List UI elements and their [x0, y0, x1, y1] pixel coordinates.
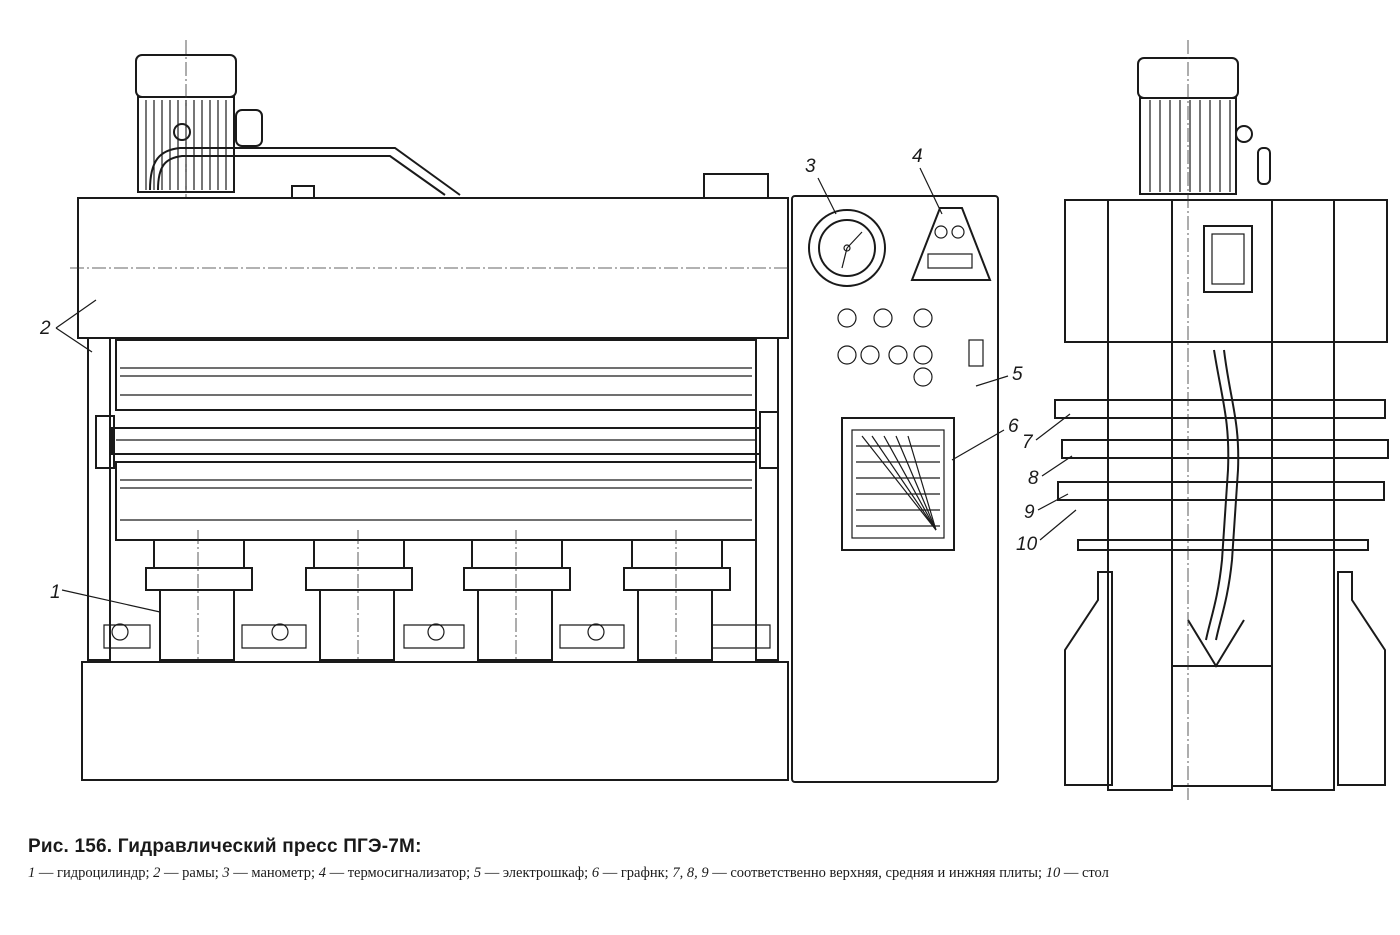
legend-num: 3 — [222, 865, 230, 881]
platens-front — [95, 339, 779, 541]
legend-num: 5 — [473, 865, 482, 881]
legend-text: — стол — [1060, 865, 1109, 881]
svg-text:5: 5 — [1012, 364, 1023, 385]
callout-8: 8 — [1028, 455, 1073, 489]
legend-text: — графнк; — [599, 865, 673, 881]
legend-num: 7, 8, 9 — [672, 865, 709, 881]
caption-legend: 1 — гидроцилиндр; 2 — рамы; 3 — манометр… — [28, 864, 1378, 883]
base-front — [81, 661, 789, 781]
svg-text:2: 2 — [39, 318, 51, 339]
svg-text:4: 4 — [912, 146, 923, 167]
legend-num: 1 — [28, 865, 36, 881]
callout-9: 9 — [1024, 493, 1069, 523]
figure-caption: Рис. 156. Гидравлический пресс ПГЭ-7М: 1… — [28, 836, 1378, 883]
legend-num: 2 — [153, 865, 161, 881]
legend-text: — соответственно верхняя, средняя и инжн… — [708, 865, 1046, 881]
callout-3: 3 — [805, 156, 837, 215]
caption-title: Рис. 156. Гидравлический пресс ПГЭ-7М: — [28, 836, 422, 857]
legend-text: — манометр; — [229, 865, 319, 881]
press-drawing: 1 2 3 4 5 6 7 8 — [39, 40, 1389, 800]
legend-num: 10 — [1045, 865, 1061, 881]
front-view — [70, 40, 999, 783]
electrical-cabinet — [791, 195, 999, 783]
callout-6: 6 — [951, 416, 1019, 461]
legend-num: 6 — [591, 865, 600, 881]
callout-7: 7 — [1022, 413, 1071, 453]
callout-1: 1 — [50, 582, 161, 613]
callout-5: 5 — [975, 364, 1023, 387]
legend-text: — электрошкаф; — [481, 865, 592, 881]
callouts: 1 2 3 4 5 6 7 8 — [39, 146, 1077, 613]
legend-num: 4 — [318, 865, 326, 881]
svg-text:9: 9 — [1024, 502, 1035, 523]
svg-text:8: 8 — [1028, 468, 1039, 489]
legend-text: — рамы; — [160, 865, 223, 881]
legend-text: — гидроцилиндр; — [35, 865, 154, 881]
callout-10: 10 — [1016, 509, 1077, 555]
side-view — [1054, 40, 1389, 800]
cylinders-front — [103, 530, 771, 665]
callout-4: 4 — [912, 146, 943, 215]
svg-text:3: 3 — [805, 156, 816, 177]
svg-text:6: 6 — [1008, 416, 1019, 437]
svg-text:7: 7 — [1022, 432, 1034, 453]
svg-text:1: 1 — [50, 582, 61, 603]
svg-text:10: 10 — [1016, 534, 1038, 555]
legend-text: — термосигнализатор; — [325, 865, 474, 881]
motor-front — [135, 40, 769, 200]
callout-2: 2 — [39, 299, 97, 353]
